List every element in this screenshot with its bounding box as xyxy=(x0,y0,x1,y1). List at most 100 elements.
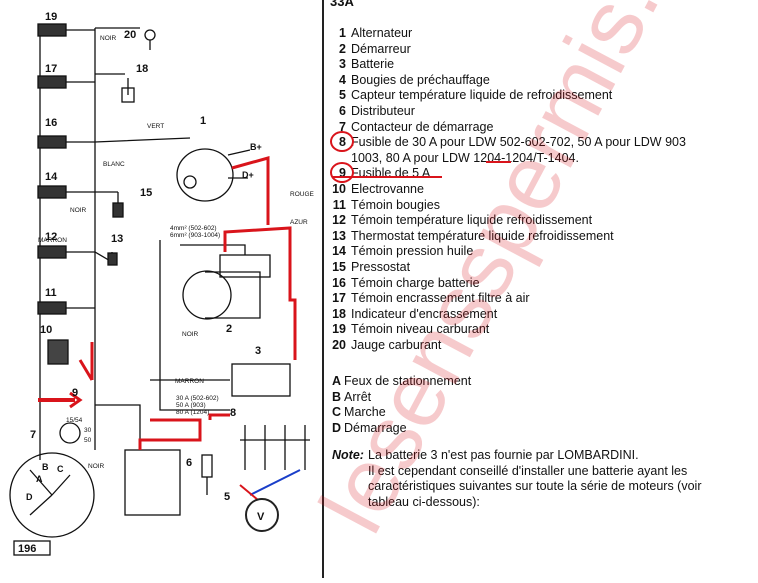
key-switch-diagram xyxy=(9,452,95,538)
thermostat xyxy=(107,252,118,266)
legend-text: Démarreur xyxy=(351,41,411,56)
wire-label-noir-2: NOIR xyxy=(70,207,87,214)
wire-gauge-1: 4mm² (502-602) xyxy=(170,225,217,232)
red-underline-80a xyxy=(486,161,511,163)
legend-text: Témoin pression huile xyxy=(351,244,474,259)
note-line: tableau ci-dessous): xyxy=(368,494,480,509)
temp-sensor xyxy=(201,454,213,478)
wire-label-noir-3: NOIR xyxy=(182,331,199,338)
legend-item: 14 Témoin pression huile xyxy=(324,244,473,259)
legend-number: 18 xyxy=(332,306,346,321)
legend-number: 2 xyxy=(339,41,346,56)
note-line: caractéristiques suivantes sur toute la … xyxy=(368,479,702,493)
legend-number: 20 xyxy=(332,338,346,352)
fuse-note-1: 30 A (502-602) xyxy=(176,395,219,402)
legend-number: 5 xyxy=(339,88,346,103)
switch-position-text: Démarrage xyxy=(344,420,407,435)
wire-label-vert: VERT xyxy=(147,123,164,130)
wire-label-noir-4: NOIR xyxy=(88,463,105,470)
switch-position-text: Marche xyxy=(344,405,386,420)
legend-text: 1003, 80 A pour LDW 1204-1204/T-1404. xyxy=(351,150,579,165)
svg-text:16: 16 xyxy=(45,117,57,129)
legend-text: Indicateur d'encrassement xyxy=(351,306,498,321)
legend-number: 1 xyxy=(339,26,346,40)
red-circle-9 xyxy=(330,162,354,183)
svg-text:15: 15 xyxy=(140,187,152,199)
legend-number: 6 xyxy=(339,104,346,118)
legend-text: Bougies de préchauffage xyxy=(351,72,490,87)
legend-item: 1003, 80 A pour LDW 1204-1204/T-1404. xyxy=(324,151,579,166)
svg-text:14: 14 xyxy=(45,171,58,183)
legend-number: 4 xyxy=(339,72,346,87)
wire-label-marron: MARRON xyxy=(38,237,67,244)
legend-number: 16 xyxy=(332,275,346,290)
red-wire-highlight xyxy=(78,156,297,450)
air-filter-indicator xyxy=(121,87,135,103)
pressure-switch xyxy=(112,202,124,218)
svg-text:2: 2 xyxy=(226,323,232,335)
fuse-note-2: 50 A (903) xyxy=(176,402,206,409)
legend-text: Témoin charge batterie xyxy=(351,275,480,290)
lamp-19 xyxy=(37,23,95,37)
legend-number: 14 xyxy=(332,244,346,259)
key-label-30: 30 xyxy=(84,427,92,434)
legend-text: Batterie xyxy=(351,57,395,72)
section-header: 33A xyxy=(330,0,354,9)
fuel-gauge-sender xyxy=(144,29,156,41)
svg-text:3: 3 xyxy=(255,345,261,357)
starter-motor xyxy=(182,254,271,320)
alternator xyxy=(176,148,251,202)
alternator-bplus: B+ xyxy=(250,142,262,152)
legend-number: 17 xyxy=(332,291,346,306)
voltmeter-label: V xyxy=(257,511,265,523)
page-number: 196 xyxy=(18,543,36,555)
legend-number: 15 xyxy=(332,260,346,274)
distributor-box xyxy=(124,449,181,516)
fuse-note-3: 80 A (1204) xyxy=(176,409,209,416)
alternator-dplus: D+ xyxy=(242,170,254,180)
note-line: Il est cependant conseillé d'installer u… xyxy=(368,463,688,478)
lamp-12 xyxy=(37,245,113,263)
svg-text:6: 6 xyxy=(186,457,192,469)
svg-text:19: 19 xyxy=(45,11,57,23)
legend-text: Thermostat température liquide refroidis… xyxy=(351,228,614,243)
svg-text:17: 17 xyxy=(45,63,57,75)
solenoid-valve xyxy=(47,339,69,365)
legend-number: 7 xyxy=(339,119,346,134)
legend-item: 4 Bougies de préchauffage xyxy=(324,73,490,88)
legend-number: 10 xyxy=(332,182,346,196)
column-divider xyxy=(322,0,324,578)
wire-label-rouge: ROUGE xyxy=(290,191,315,198)
switch-position-letter: A xyxy=(332,374,342,388)
svg-text:5: 5 xyxy=(224,491,230,503)
legend-text: Fusible de 5 A xyxy=(351,166,431,181)
red-circle-8 xyxy=(330,131,354,152)
wire-label-marron-2: MARRON xyxy=(175,378,204,385)
wire-label-noir: NOIR xyxy=(100,35,117,42)
legend-number: 13 xyxy=(332,228,346,243)
legend-item: 2 Démarreur xyxy=(324,42,411,57)
legend-text: Témoin bougies xyxy=(351,197,440,212)
legend-text: Fusible de 30 A pour LDW 502-602-702, 50… xyxy=(351,135,686,150)
note-label: Note: xyxy=(332,448,364,462)
lamp-17 xyxy=(37,75,95,89)
svg-text:9: 9 xyxy=(72,387,78,399)
lamp-16 xyxy=(37,135,191,149)
note-line: La batterie 3 n'est pas fournie par LOMB… xyxy=(368,448,639,462)
svg-text:13: 13 xyxy=(111,233,123,245)
voltmeter xyxy=(245,498,279,532)
switch-position-letter: C xyxy=(332,405,342,420)
